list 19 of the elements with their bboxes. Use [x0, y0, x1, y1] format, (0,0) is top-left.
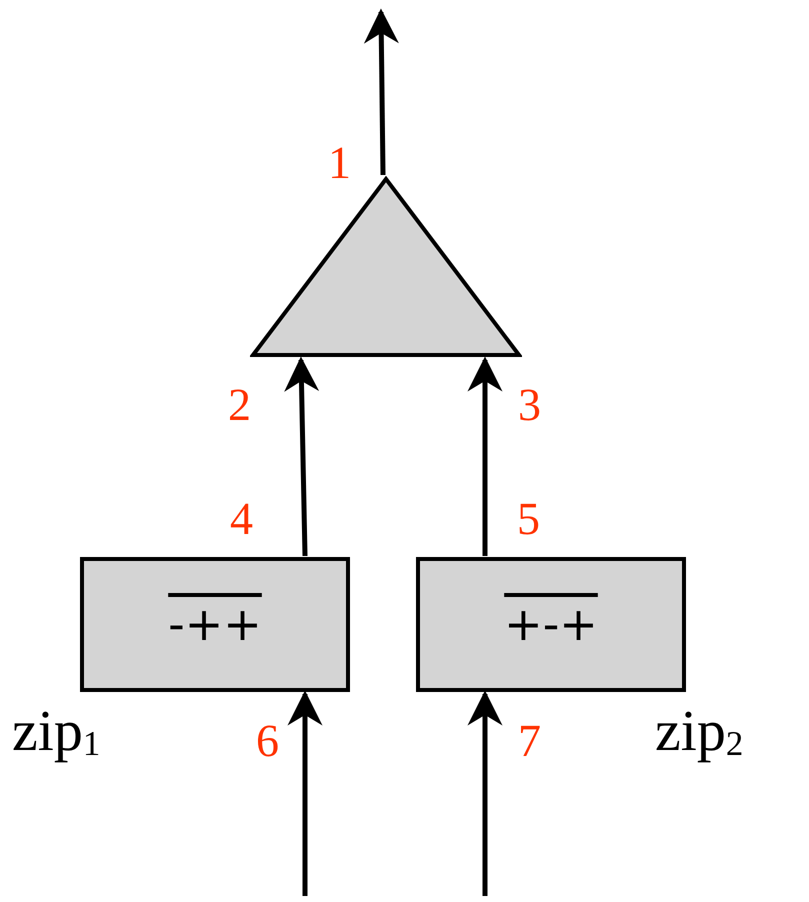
arrow	[284, 356, 320, 556]
process-box	[416, 557, 686, 692]
sign-sequence: +-+	[504, 596, 598, 652]
arrow	[468, 690, 502, 896]
block-name: zip$_{1}$	[12, 702, 100, 762]
port-number: 2	[228, 382, 251, 428]
port-number: 7	[518, 718, 541, 764]
arrow	[364, 8, 399, 176]
port-number: 3	[518, 382, 541, 428]
port-number: 5	[517, 496, 540, 542]
port-number: 4	[230, 496, 253, 542]
triangle-gate	[250, 176, 522, 358]
arrow	[468, 356, 502, 556]
port-number: 1	[328, 140, 351, 186]
arrow	[288, 690, 322, 896]
process-box	[80, 557, 350, 692]
port-number: 6	[256, 718, 279, 764]
sign-sequence: -++	[168, 596, 262, 652]
block-name: zip$_{2}$	[655, 702, 744, 762]
